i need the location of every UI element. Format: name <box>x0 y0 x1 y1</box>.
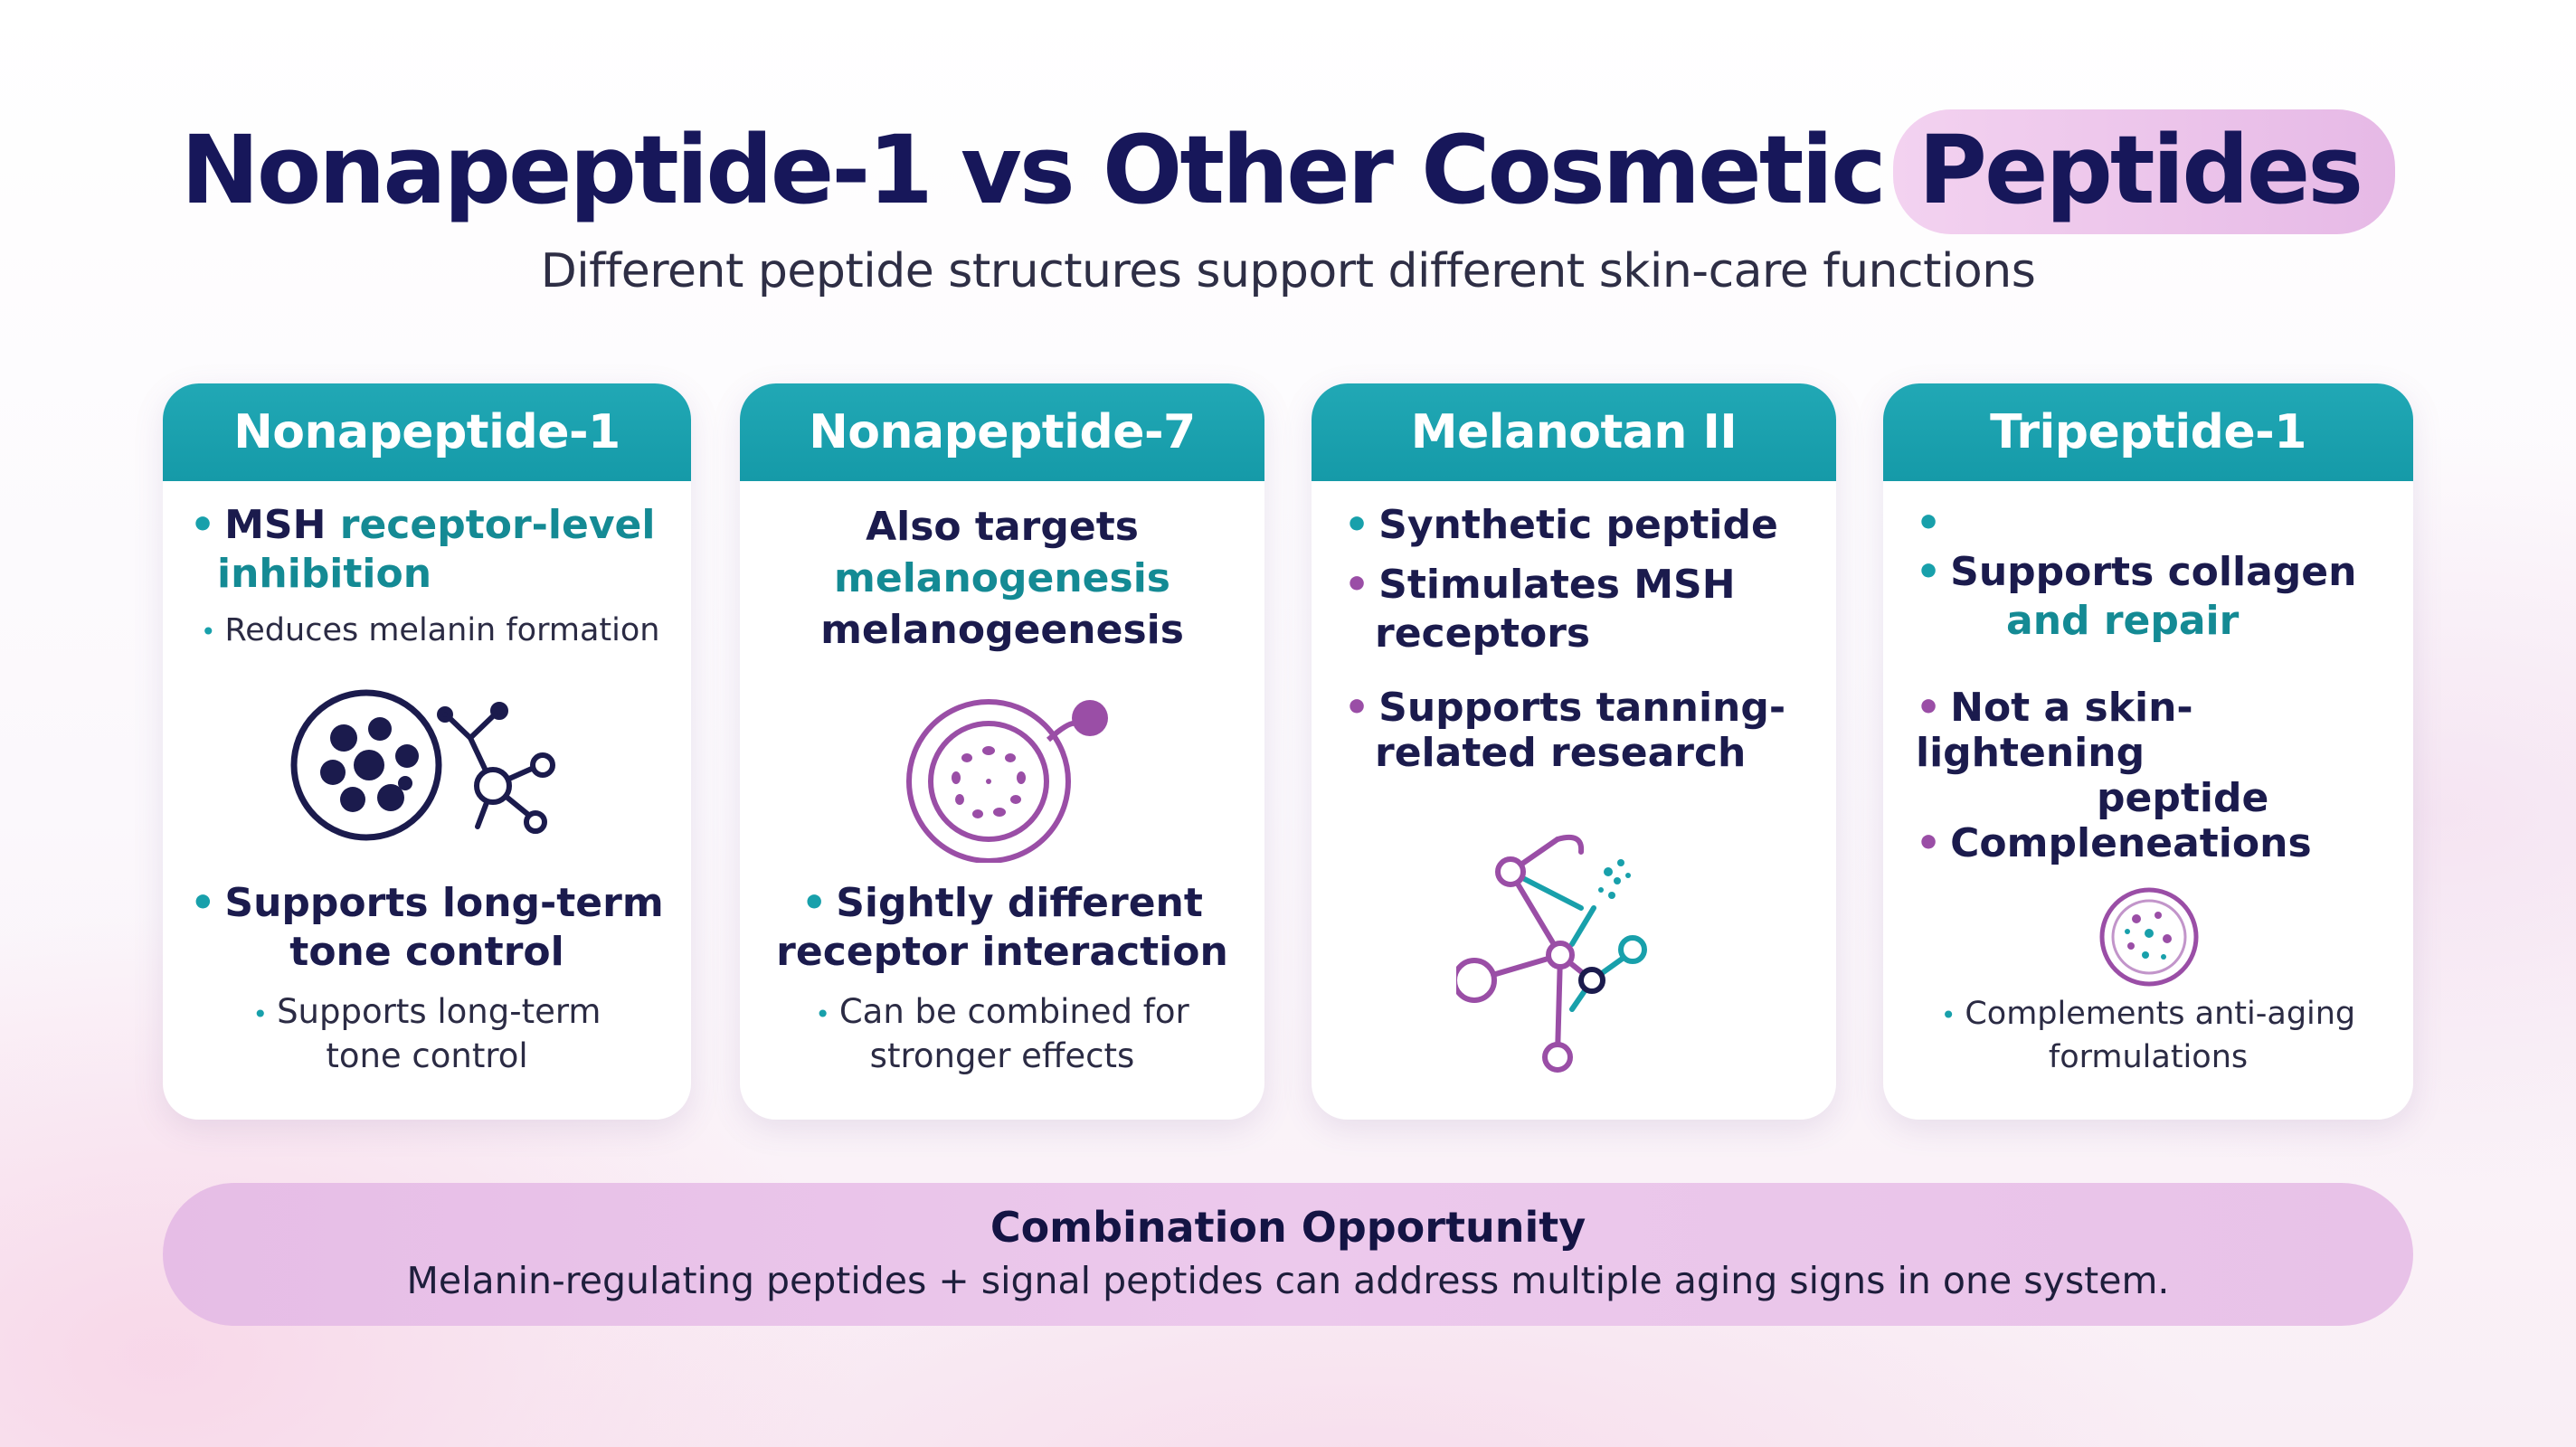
card-nonapeptide-1: Nonapeptide-1 •MSH receptor-level inhibi… <box>163 383 691 1120</box>
molecule-icon <box>437 702 555 834</box>
molecular-network-icon <box>1456 834 1647 1073</box>
page-subtitle: Different peptide structures support dif… <box>540 244 2036 298</box>
cell-cluster-icon <box>290 689 555 841</box>
banner-text: Melanin-regulating peptides + signal pep… <box>406 1259 2170 1302</box>
bullet-3: •Compleneations <box>1916 820 2312 866</box>
banner-title: Combination Opportunity <box>990 1203 1586 1252</box>
card-heading: Melanotan II <box>1312 383 1836 481</box>
card-melanotan-ii: Melanotan II •Synthetic peptide •Stimula… <box>1312 383 1836 1120</box>
combination-banner: Combination Opportunity Melanin-regulati… <box>163 1183 2413 1326</box>
page-title-highlight: Peptides <box>1892 109 2396 234</box>
empty-bullet: • <box>1916 500 1942 546</box>
card-heading: Nonapeptide-7 <box>740 383 1264 481</box>
card-description: Also targets melanogenesis melanogeenesi… <box>820 504 1184 653</box>
page-title-main: Nonapeptide-1 vs Other Cosmetic <box>180 115 1887 225</box>
card-nonapeptide-7: Nonapeptide-7 Also targets melanogenesis… <box>740 383 1264 1120</box>
bullet-3: •Supports tanning-related research <box>1344 685 1786 776</box>
receptor-cell-icon <box>906 699 1108 863</box>
bullet-secondary: •Reduces melanin formation <box>201 612 660 648</box>
bullet-primary: •MSH receptor-level inhibition <box>190 502 656 597</box>
card-heading: Nonapeptide-1 <box>163 383 691 481</box>
card-heading: Tripeptide-1 <box>1883 383 2413 481</box>
bullet-1: •Synthetic peptide <box>1344 502 1778 548</box>
cell-particles-icon <box>2099 887 2199 987</box>
